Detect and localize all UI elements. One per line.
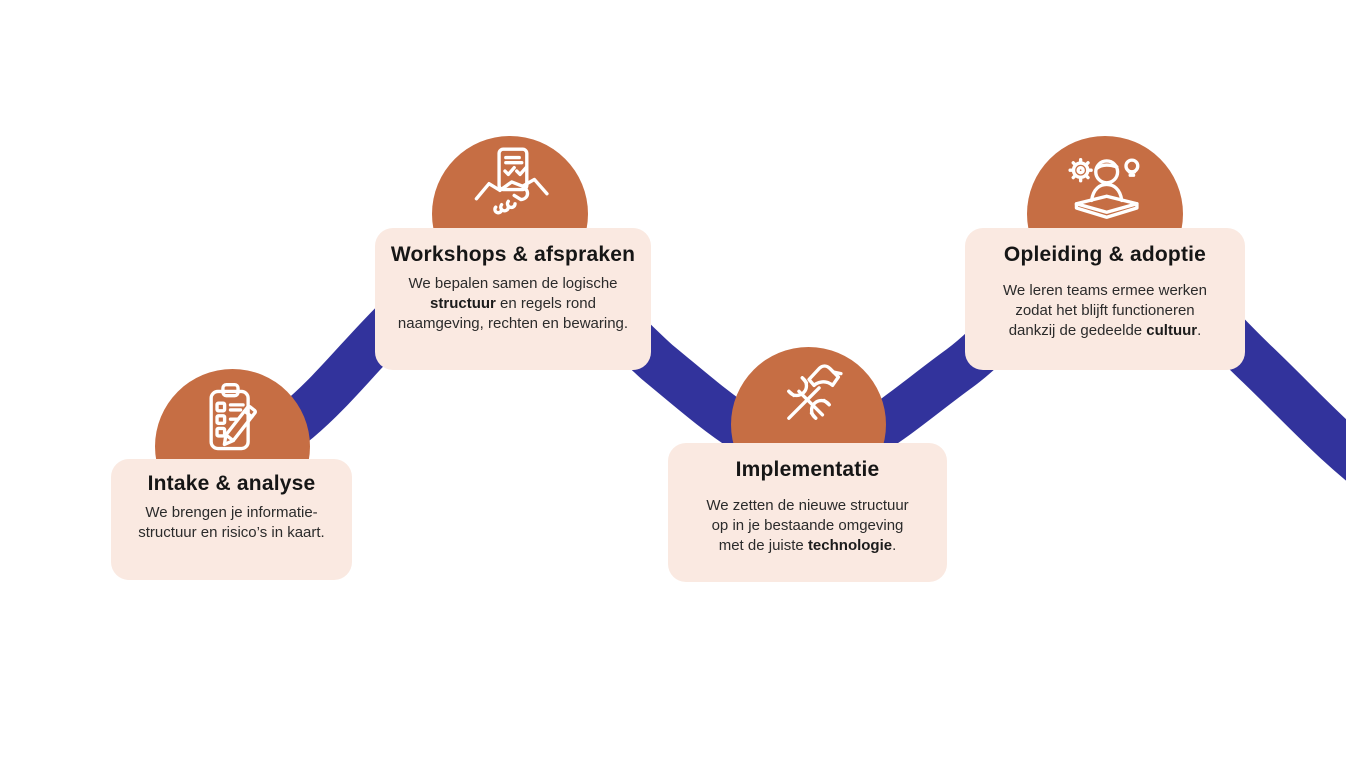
step-card-intake: Intake & analyse We brengen je informati…: [111, 459, 352, 580]
step-card-opleiding: Opleiding & adoptie We leren teams ermee…: [965, 228, 1245, 370]
step-description: We bepalen samen de logische structuur e…: [397, 275, 629, 332]
training-person-book-icon: [1057, 145, 1153, 229]
step-description: We leren teams ermee werken zodat het bl…: [1003, 282, 1207, 339]
step-title: Intake & analyse: [147, 472, 316, 495]
step-title: Workshops & afspraken: [390, 243, 636, 266]
step-title: Implementatie: [735, 458, 880, 481]
step-description: We brengen je informatie- structuur en r…: [138, 504, 325, 541]
step-description: We zetten de nieuwe structuur op in je b…: [706, 497, 909, 554]
clipboard-checklist-pencil-icon: [185, 378, 281, 462]
step-card-workshops: Workshops & afspraken We bepalen samen d…: [375, 228, 651, 370]
step-title: Opleiding & adoptie: [1003, 243, 1207, 266]
step-card-implementatie: Implementatie We zetten de nieuwe struct…: [668, 443, 947, 582]
wrench-hammer-tools-icon: [761, 356, 857, 440]
contract-handshake-icon: [462, 145, 558, 229]
